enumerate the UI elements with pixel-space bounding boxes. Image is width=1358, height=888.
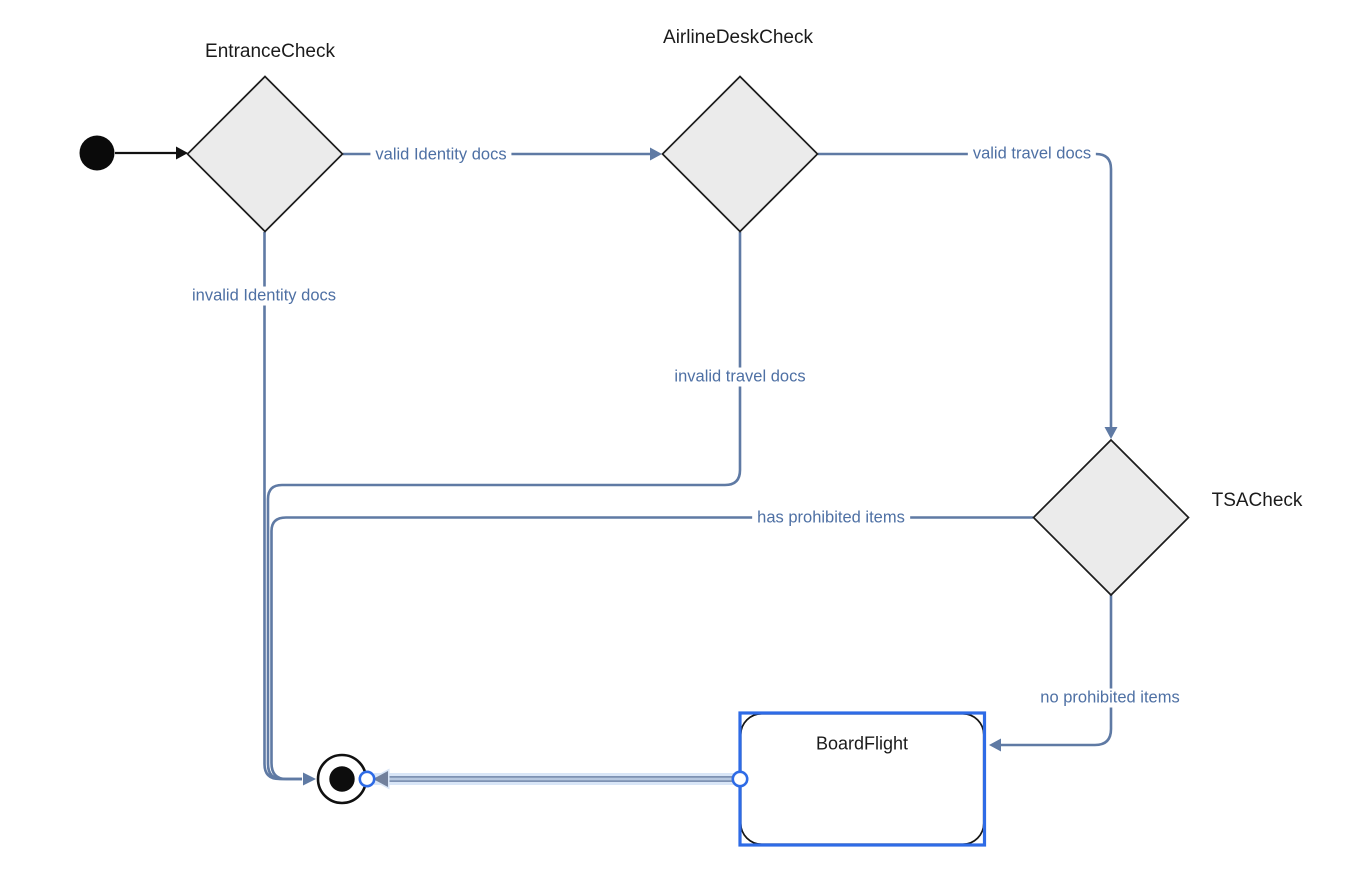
final-state-node[interactable] [316, 753, 368, 805]
edge-boardflight-to-final-selected[interactable] [369, 768, 740, 790]
arrowhead-icon [176, 146, 188, 160]
edge-label-no-prohibited-items[interactable]: no prohibited items [1035, 688, 1185, 708]
edge-label-invalid-travel-docs[interactable]: invalid travel docs [669, 367, 811, 387]
arrowhead-icon [369, 768, 390, 790]
edge-label-invalid-identity-docs[interactable]: invalid Identity docs [187, 286, 341, 306]
initial-state-node[interactable] [79, 135, 115, 171]
node-title-entrancecheck[interactable]: EntranceCheck [205, 41, 335, 62]
state-node-boardflight[interactable] [738, 711, 987, 847]
edge-label-has-prohibited-items[interactable]: has prohibited items [752, 508, 910, 527]
edge-valid-travel-docs[interactable] [818, 152, 1118, 439]
arrowhead-icon [650, 147, 662, 161]
edge-label-valid-identity-docs[interactable]: valid Identity docs [370, 145, 512, 165]
arrowhead-icon [303, 772, 316, 786]
edge-endpoint-handle[interactable] [731, 770, 749, 788]
edge-no-prohibited-items[interactable] [989, 595, 1113, 752]
node-title-airlinedeskcheck[interactable]: AirlineDeskCheck [663, 27, 813, 48]
arrowhead-icon [989, 738, 1001, 752]
node-title-tsacheck[interactable]: TSACheck [1211, 490, 1303, 511]
edge-label-valid-travel-docs[interactable]: valid travel docs [967, 144, 1097, 163]
choice-node-airlinedeskcheck[interactable] [661, 75, 819, 233]
node-title-boardflight[interactable]: BoardFlight [815, 733, 909, 754]
edge-has-prohibited-items[interactable] [270, 516, 1034, 781]
edge-invalid-travel-docs[interactable] [266, 232, 742, 781]
choice-node-entrancecheck[interactable] [186, 75, 344, 233]
arrowhead-icon [1104, 427, 1118, 439]
edge-endpoint-handle[interactable] [358, 770, 376, 788]
edge-invalid-identity-docs[interactable] [263, 232, 303, 781]
edge-initial-to-entrancecheck[interactable] [115, 146, 188, 160]
choice-node-tsacheck[interactable] [1032, 438, 1190, 597]
